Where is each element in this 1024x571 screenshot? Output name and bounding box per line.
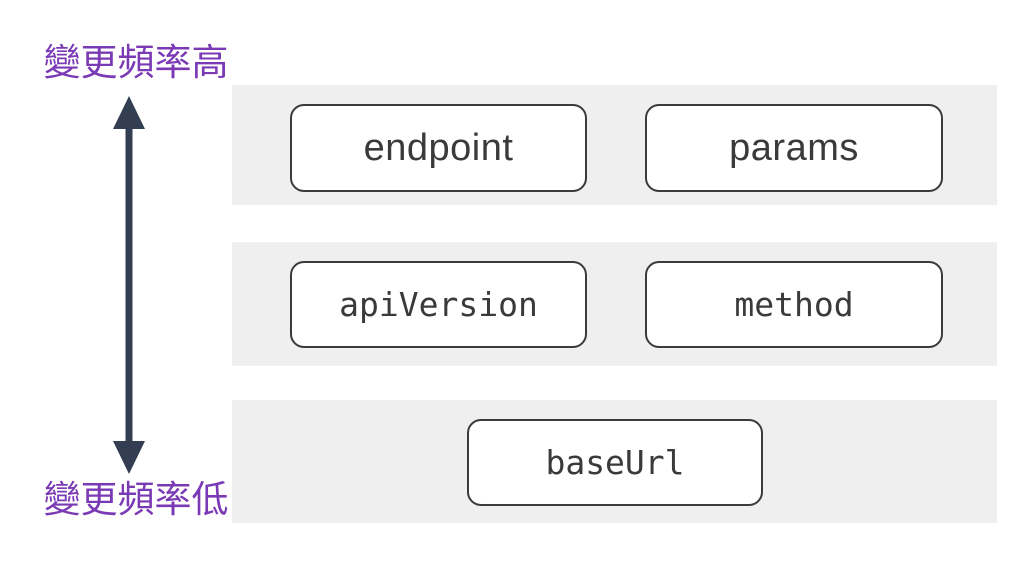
axis-label-change-frequency-high: 變更頻率高 — [43, 42, 229, 83]
double-arrow-icon — [113, 96, 145, 474]
node-params: params — [645, 104, 943, 192]
node-endpoint: endpoint — [290, 104, 587, 192]
axis-label-change-frequency-low: 變更頻率低 — [43, 479, 229, 520]
node-method: method — [645, 261, 943, 348]
node-api-version: apiVersion — [290, 261, 587, 348]
node-base-url: baseUrl — [467, 419, 763, 506]
